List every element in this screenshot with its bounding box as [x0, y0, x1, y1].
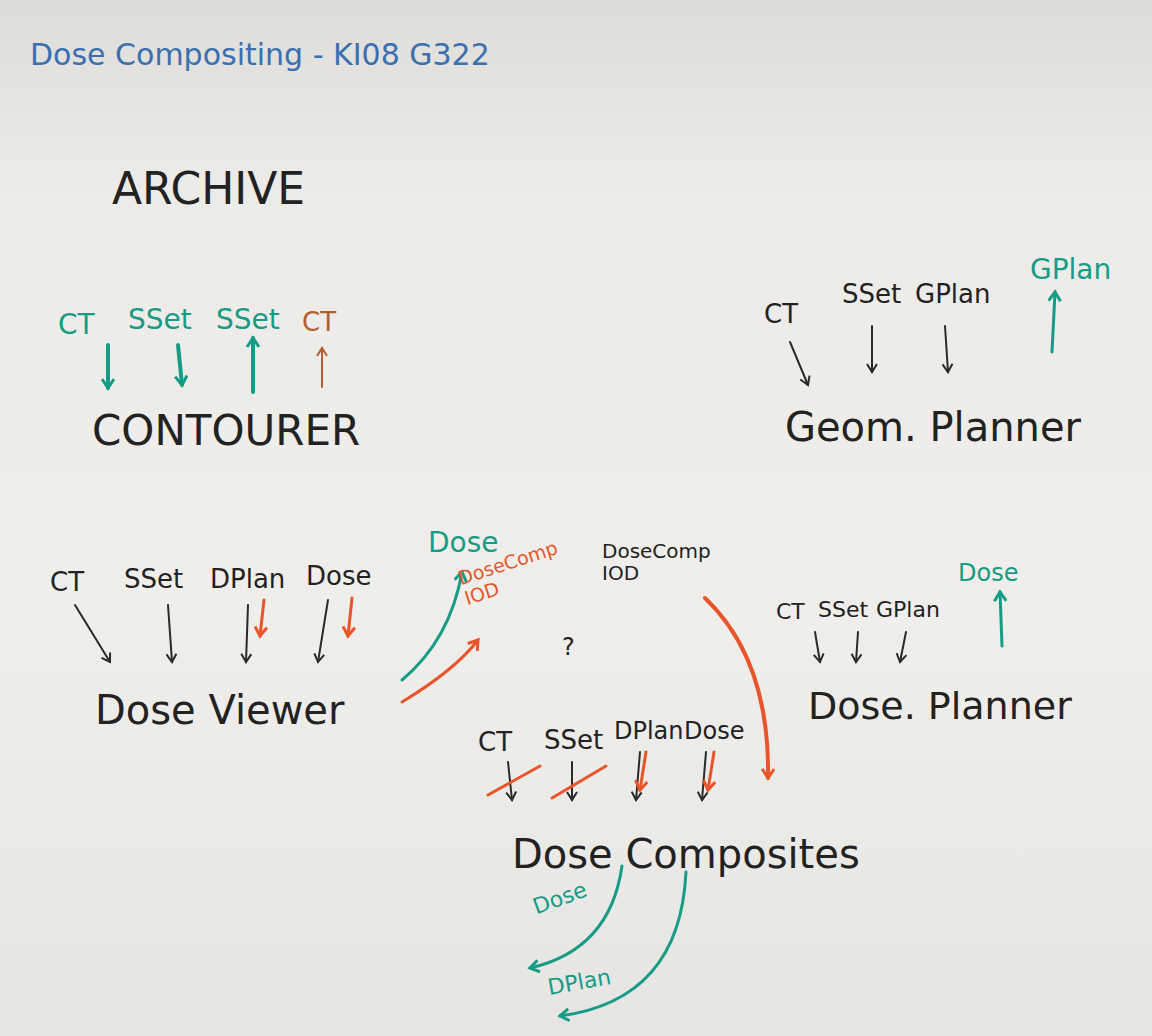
board-label: GPlan: [876, 598, 940, 622]
board-label: Dose: [530, 878, 590, 920]
board-label: DoseComp IOD: [602, 540, 702, 584]
board-label: CT: [50, 568, 84, 597]
board-label: ARCHIVE: [112, 165, 305, 213]
board-label: SSet: [818, 598, 868, 622]
board-label: SSet: [842, 280, 901, 309]
board-label: Geom. Planner: [785, 405, 1081, 449]
board-label: CT: [58, 310, 95, 341]
board-label: SSet: [544, 726, 603, 755]
board-label: SSet: [128, 305, 192, 336]
board-label: DPlan: [210, 565, 285, 594]
board-label: DPlan: [614, 718, 684, 744]
board-label: ?: [562, 634, 575, 660]
board-label: DPlan: [546, 965, 613, 1000]
board-label: CT: [764, 300, 798, 329]
board-label: SSet: [124, 565, 183, 594]
board-label: Dose. Planner: [808, 686, 1072, 728]
board-label: CT: [478, 728, 512, 757]
board-label: Dose: [958, 560, 1018, 586]
board-label: GPlan: [915, 280, 990, 309]
board-label: CT: [302, 308, 336, 337]
board-label: SSet: [216, 305, 280, 336]
board-label: Dose Composites: [512, 832, 860, 876]
board-title: Dose Compositing - KI08 G322: [30, 38, 490, 71]
board-label: CT: [776, 600, 805, 624]
board-label: CONTOURER: [92, 408, 360, 454]
board-label: GPlan: [1030, 255, 1111, 286]
board-label: Dose: [428, 528, 499, 559]
board-label: Dose Viewer: [95, 688, 344, 732]
board-label: Dose: [684, 718, 744, 744]
board-label: Dose: [306, 562, 371, 591]
